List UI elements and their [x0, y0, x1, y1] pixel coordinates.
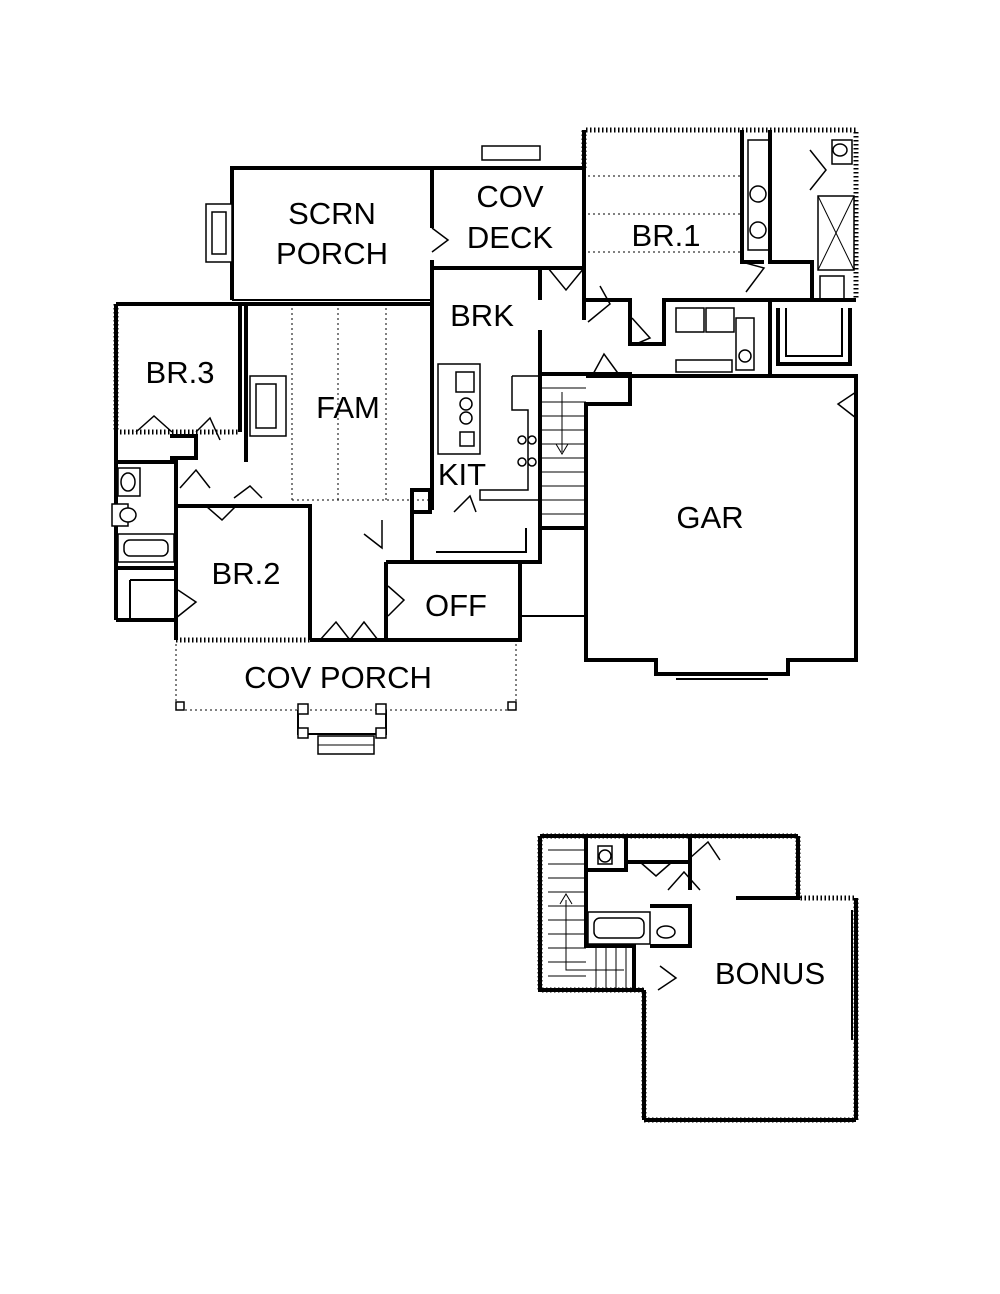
bonus-floor	[537, 833, 859, 1123]
label-brk: BRK	[450, 298, 514, 333]
laundry-walls	[584, 285, 856, 374]
label-bonus: BONUS	[715, 956, 825, 991]
label-br2: BR.2	[212, 556, 281, 591]
garage-walls	[520, 374, 858, 680]
label-br3: BR.3	[146, 355, 215, 390]
br1-walls	[581, 127, 859, 320]
label-scrn-porch-line1: SCRN	[288, 196, 376, 231]
office-walls	[310, 512, 542, 642]
label-cov-porch: COV PORCH	[244, 660, 432, 695]
screen-porch-walls	[205, 166, 450, 301]
label-gar: GAR	[676, 500, 743, 535]
label-cov-deck-line2: DECK	[467, 220, 553, 255]
label-fam: FAM	[316, 390, 380, 425]
hall-bath	[111, 434, 263, 563]
main-floor	[111, 127, 859, 755]
label-br1: BR.1	[632, 218, 701, 253]
label-off: OFF	[425, 588, 487, 623]
family-room-walls	[116, 302, 432, 562]
label-kit: KIT	[438, 457, 486, 492]
cov-porch-walls	[175, 644, 517, 755]
label-cov-deck-line1: COV	[476, 179, 544, 214]
br2-walls	[116, 504, 312, 643]
kitchen-walls	[410, 268, 542, 514]
cov-deck-walls	[434, 145, 586, 292]
label-scrn-porch-line2: PORCH	[276, 236, 388, 271]
room-labels: SCRN PORCH COV DECK BR.1 BRK BR.3 FAM KI…	[146, 179, 826, 991]
